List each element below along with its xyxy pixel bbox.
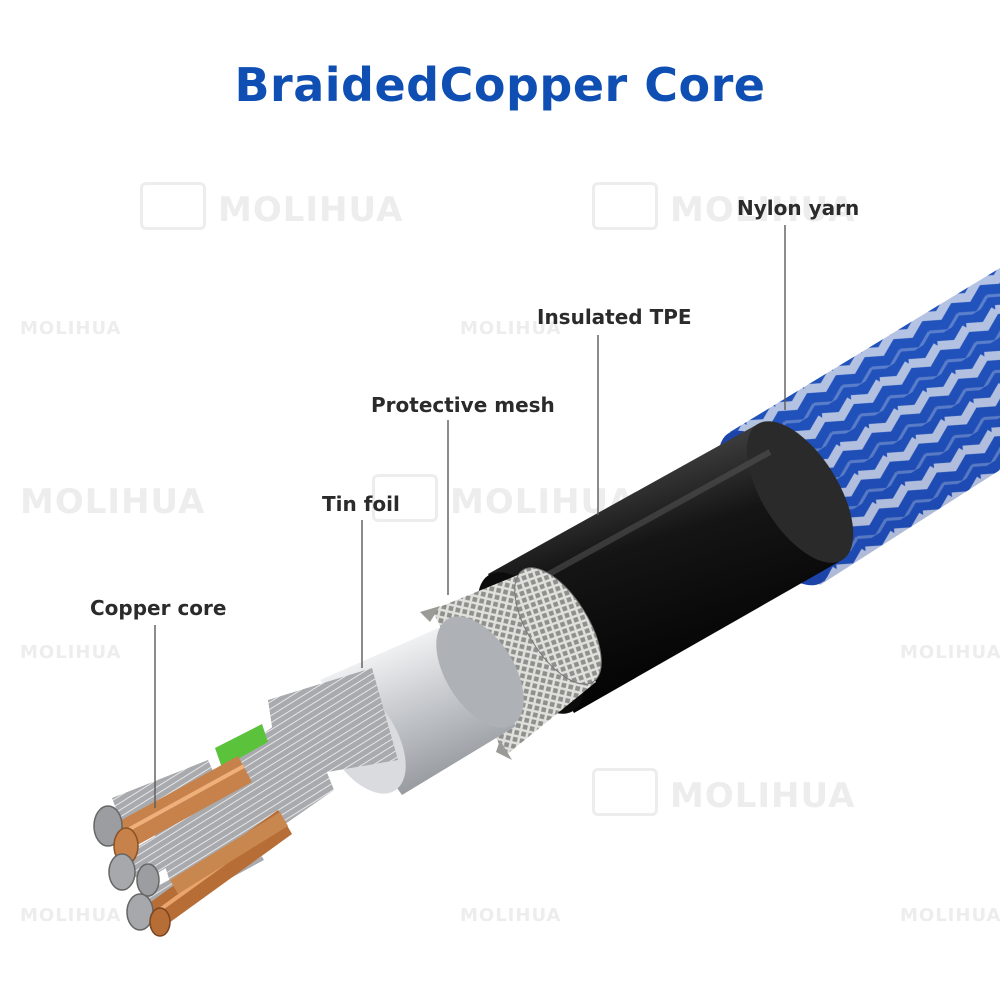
label-nylon-yarn: Nylon yarn <box>737 196 860 220</box>
watermark-text: MOLIHUA <box>670 190 856 230</box>
watermark-text: MOLIHUA <box>460 318 562 339</box>
watermark-text: MOLIHUA <box>900 642 1000 663</box>
watermark-text: MOLIHUA <box>20 905 122 926</box>
copper-wires <box>118 756 292 928</box>
watermark-text: MOLIHUA <box>900 905 1000 926</box>
label-tin-foil: Tin foil <box>322 492 400 516</box>
wire-ends <box>93 805 171 937</box>
label-insulated-tpe: Insulated TPE <box>537 305 692 329</box>
label-protective-mesh: Protective mesh <box>371 393 555 417</box>
mesh-layer <box>420 567 602 760</box>
watermark-text: MOLIHUA <box>460 905 562 926</box>
watermark-text: MOLIHUA <box>20 642 122 663</box>
watermark-text: MOLIHUA <box>20 318 122 339</box>
camera-watermark-icon <box>140 182 206 230</box>
watermark-text: MOLIHUA <box>218 190 404 230</box>
camera-watermark-icon <box>372 474 438 522</box>
page-title: BraidedCopper Core <box>234 58 766 112</box>
leader-lines <box>154 225 786 808</box>
watermark-text: MOLIHUA <box>670 776 856 816</box>
label-copper-core: Copper core <box>90 596 227 620</box>
watermark-text: MOLIHUA <box>20 482 206 522</box>
camera-watermark-icon <box>592 182 658 230</box>
camera-watermark-icon <box>592 768 658 816</box>
